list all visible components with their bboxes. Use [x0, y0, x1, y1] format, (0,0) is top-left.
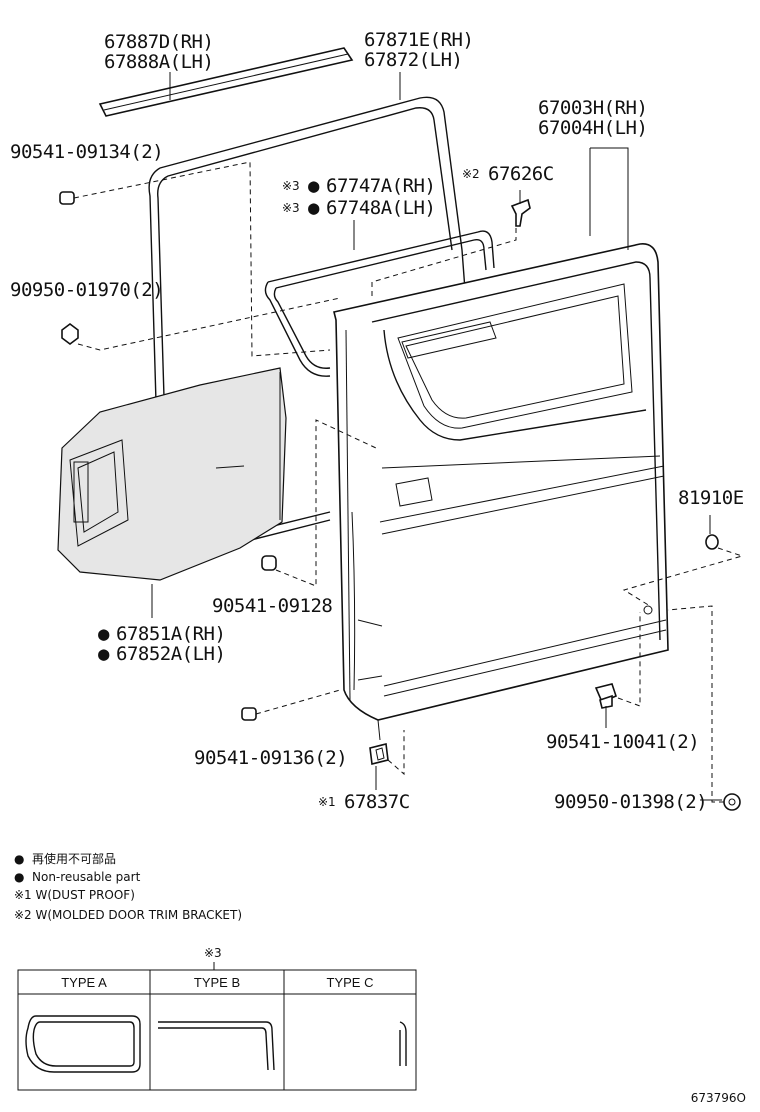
label-67837C: 67837C [344, 791, 410, 813]
diagram-id: 673796O [691, 1091, 746, 1105]
plug-81910E [705, 534, 719, 550]
dot-67747A: ● [308, 175, 320, 197]
legend-dot-2: ● [14, 870, 24, 884]
label-90950-01398: 90950-01398(2) [554, 791, 707, 813]
legend-jp: 再使用不可部品 [32, 851, 116, 866]
type-table-marker: ※3 [204, 946, 222, 960]
legend-note-2: ※2 W(MOLDED DOOR TRIM BRACKET) [14, 908, 242, 922]
glass-run-part [264, 230, 495, 377]
legend: ● 再使用不可部品 ● Non-reusable part ※1 W(DUST … [14, 851, 242, 922]
type-a-header: TYPE A [61, 975, 107, 990]
legend-note-1: ※1 W(DUST PROOF) [14, 888, 135, 902]
label-67003H: 67003H(RH) [538, 97, 647, 119]
label-90541-09134: 90541-09134(2) [10, 141, 163, 163]
clip-90541-10041 [594, 683, 617, 709]
type-b-shape [158, 1021, 275, 1071]
mark-1: ※1 [318, 795, 336, 809]
label-67004H: 67004H(LH) [538, 117, 647, 139]
bracket-67837C [369, 743, 389, 765]
legend-en: Non-reusable part [32, 870, 141, 884]
type-a-shape [25, 1015, 141, 1073]
belt-moulding-part [98, 47, 354, 117]
label-90541-10041: 90541-10041(2) [546, 731, 699, 753]
label-67747A: 67747A(RH) [326, 175, 435, 197]
label-90950-01970: 90950-01970(2) [10, 279, 163, 301]
dot-67748A: ● [308, 197, 320, 219]
label-67872: 67872(LH) [364, 49, 462, 71]
label-67888A: 67888A(LH) [104, 51, 213, 73]
label-67871E: 67871E(RH) [364, 29, 473, 51]
type-c-shape [399, 1021, 407, 1066]
legend-dot-1: ● [14, 852, 24, 866]
type-c-header: TYPE C [327, 975, 374, 990]
sliding-door-panel-part [333, 243, 669, 741]
clip-90541-09128 [261, 555, 277, 571]
label-81910E: 81910E [678, 487, 744, 509]
grommet-90950-01398 [723, 793, 741, 811]
label-90541-09136: 90541-09136(2) [194, 747, 347, 769]
mark-2: ※2 [462, 167, 480, 181]
dot-67852A: ● [98, 643, 110, 665]
leader-lines [73, 72, 744, 803]
label-67748A: 67748A(LH) [326, 197, 435, 219]
clip-90541-09134 [59, 191, 75, 205]
label-67626C: 67626C [488, 163, 554, 185]
dot-67851A: ● [98, 623, 110, 645]
type-b-header: TYPE B [194, 975, 240, 990]
label-67851A: 67851A(RH) [116, 623, 225, 645]
clip-90541-09136 [241, 707, 257, 721]
mark-3-lh: ※3 [282, 201, 300, 215]
mark-3-rh: ※3 [282, 179, 300, 193]
label-90541-09128: 90541-09128 [212, 595, 332, 617]
door-trim-board-part [57, 367, 287, 581]
bracket-67626C [510, 198, 531, 227]
label-67852A: 67852A(LH) [116, 643, 225, 665]
nut-90950-01970 [61, 323, 79, 345]
label-67887D: 67887D(RH) [104, 31, 213, 53]
type-table: ※3 TYPE A TYPE B TYPE C [17, 946, 417, 1091]
